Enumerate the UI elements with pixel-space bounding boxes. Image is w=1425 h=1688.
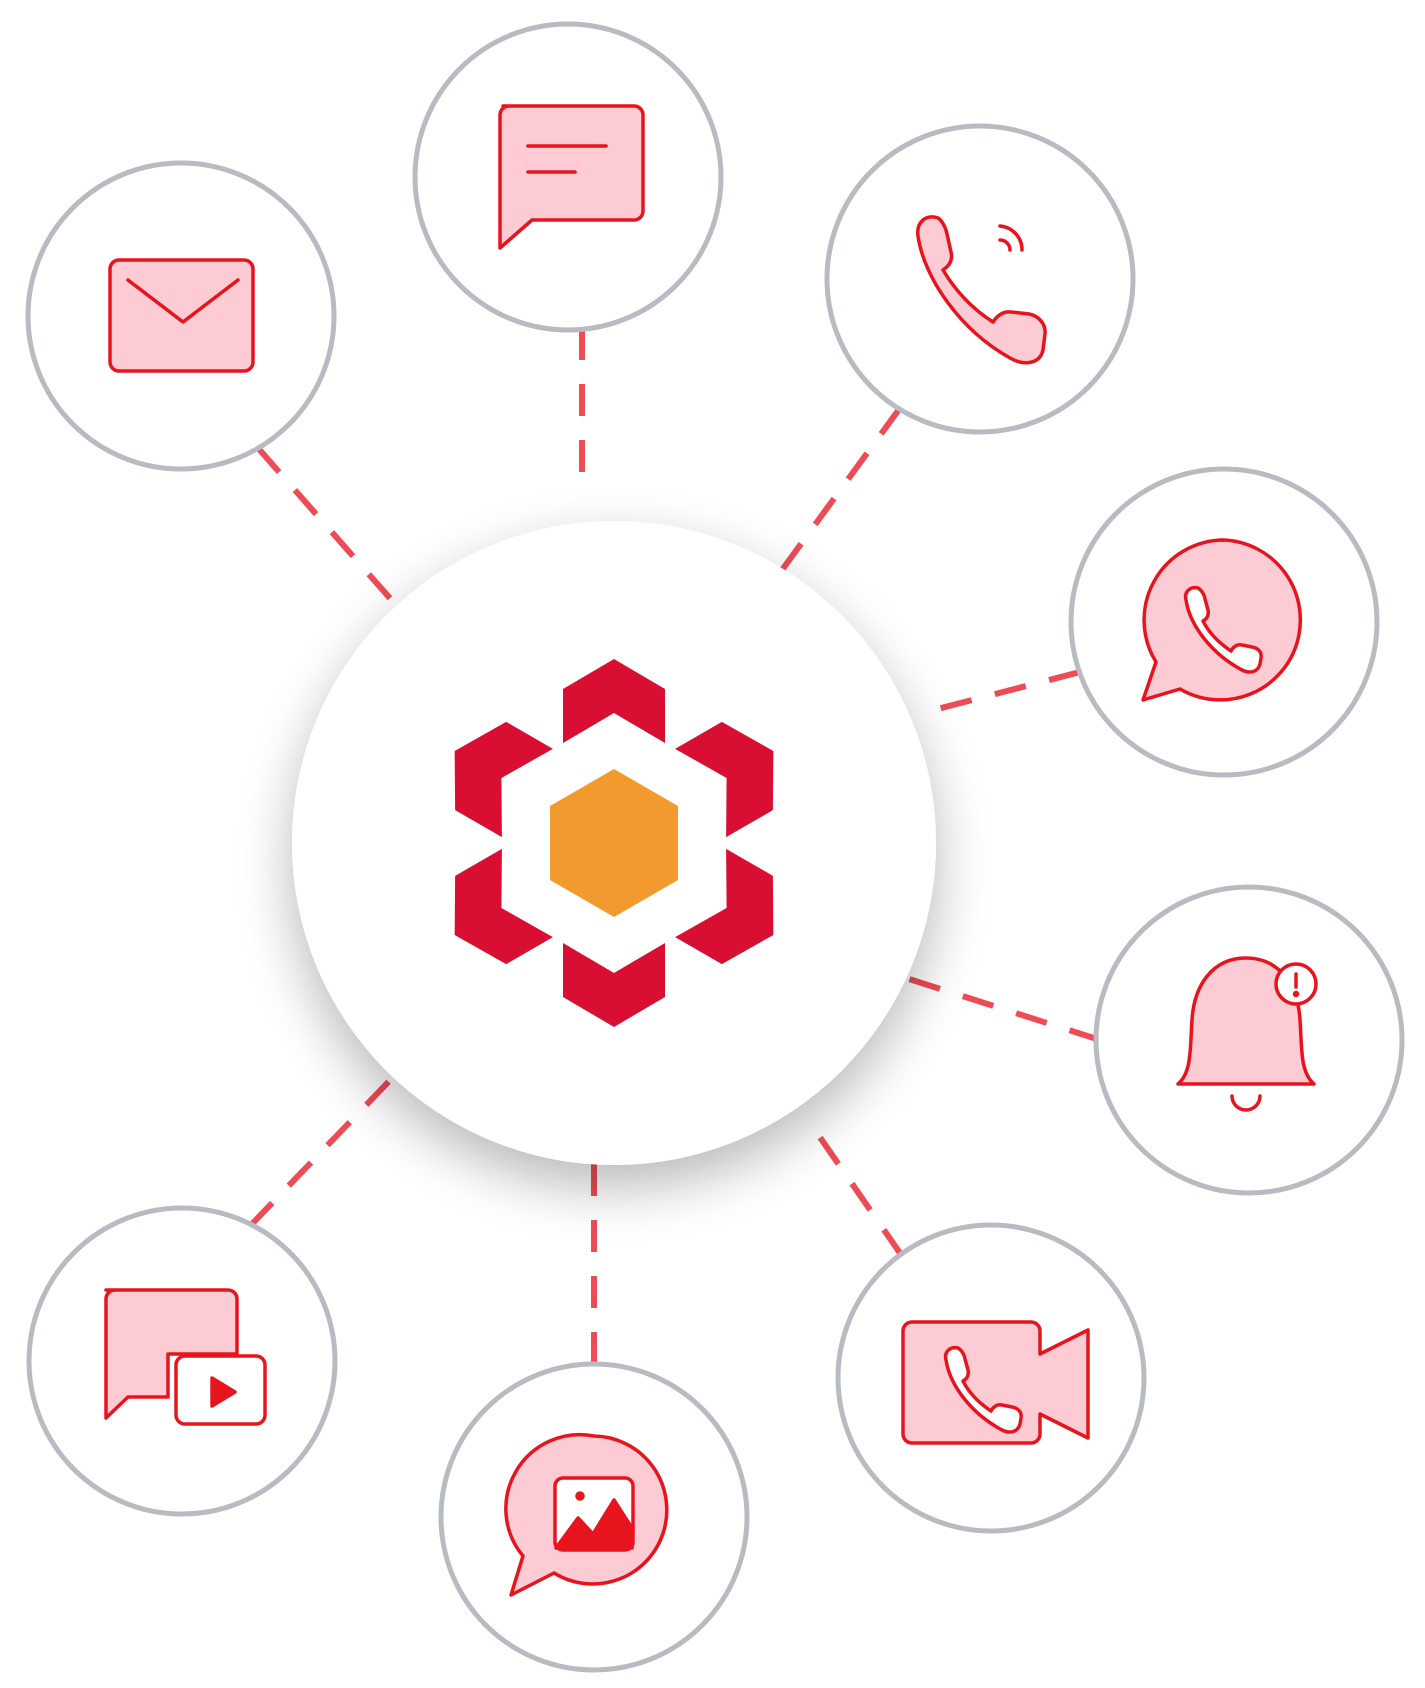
video-call-icon	[901, 1320, 1090, 1445]
connector-video-call	[805, 1118, 905, 1258]
hub-logo	[454, 659, 774, 1027]
bell-alert-icon	[1176, 956, 1318, 1112]
connector-voice	[779, 406, 903, 572]
connector-video-message	[247, 1071, 399, 1229]
video-message-icon	[104, 1288, 267, 1426]
hub-core-hexagon	[550, 769, 678, 917]
image-message-icon	[504, 1432, 669, 1597]
connector-email	[255, 446, 405, 614]
hub-node	[292, 521, 936, 1165]
envelope-icon	[108, 258, 255, 373]
connector-whatsapp	[925, 669, 1081, 715]
whatsapp-icon	[1141, 538, 1303, 702]
connectors	[247, 328, 1101, 1364]
chat-bubble-icon	[498, 104, 645, 250]
voice-call-node	[824, 123, 1136, 435]
connector-notification	[905, 975, 1101, 1043]
phone-call-icon	[916, 215, 1047, 365]
